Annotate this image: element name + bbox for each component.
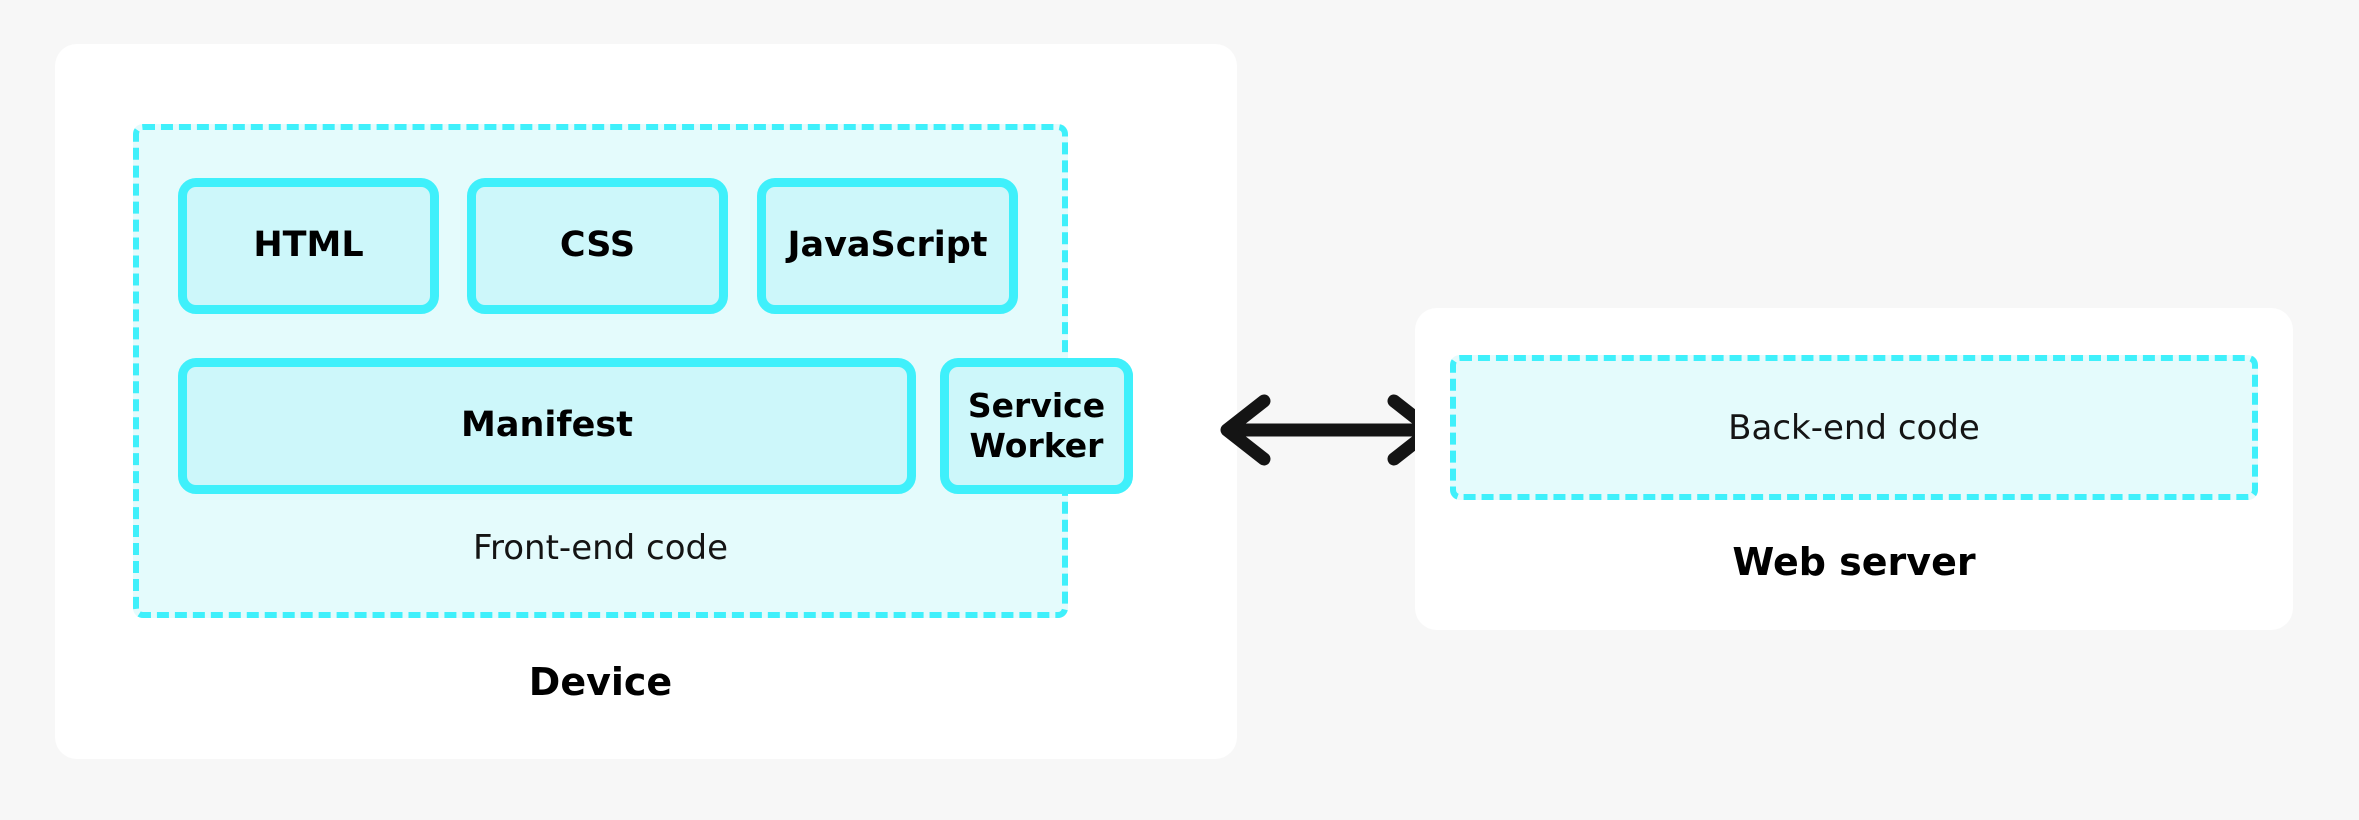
box-service-worker[interactable]: Service Worker xyxy=(940,358,1133,494)
device-caption: Device xyxy=(528,660,673,704)
service-worker-label-line2: Worker xyxy=(969,426,1104,465)
box-service-worker-label: Service Worker xyxy=(949,367,1124,485)
service-worker-label-line1: Service xyxy=(967,386,1106,426)
backend-code-region: Back-end code xyxy=(1450,355,2258,500)
frontend-code-caption: Front-end code xyxy=(472,528,729,568)
web-server-caption: Web server xyxy=(1732,540,1976,584)
box-css[interactable]: CSS xyxy=(467,178,728,314)
box-manifest-label: Manifest xyxy=(461,405,633,446)
box-javascript-label: JavaScript xyxy=(787,225,988,266)
box-html[interactable]: HTML xyxy=(178,178,439,314)
box-css-label: CSS xyxy=(559,225,636,266)
box-html-label: HTML xyxy=(253,225,364,266)
double-headed-arrow-icon xyxy=(1220,394,1438,466)
box-javascript[interactable]: JavaScript xyxy=(757,178,1018,314)
box-manifest[interactable]: Manifest xyxy=(178,358,916,494)
backend-code-caption: Back-end code xyxy=(1728,407,1980,448)
